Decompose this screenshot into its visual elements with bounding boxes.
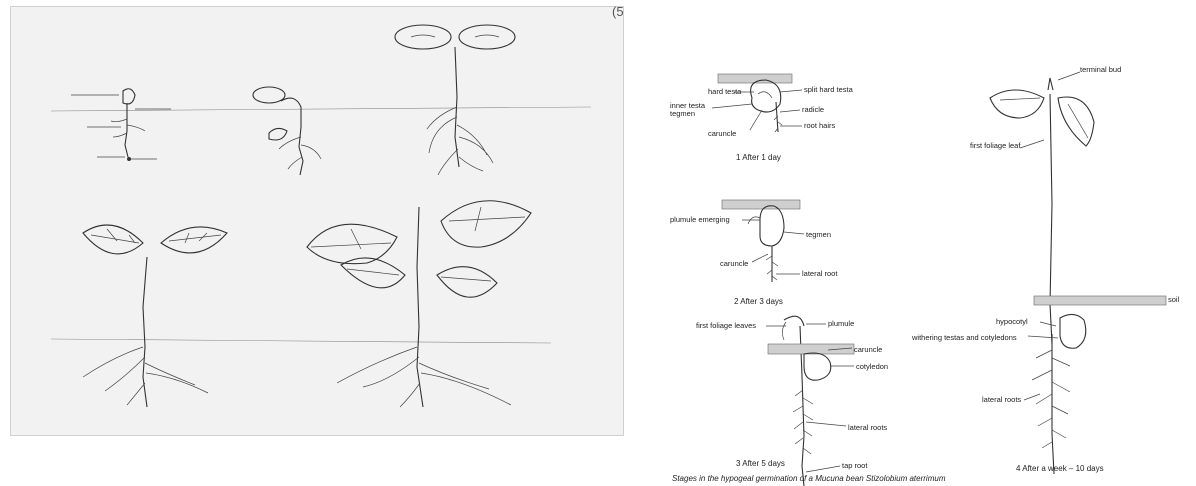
foliage-leaf	[1058, 97, 1094, 146]
label-terminal-bud: terminal bud	[1080, 65, 1121, 74]
label-caruncle: caruncle	[720, 259, 748, 268]
stage-1-after-1-day: hard testa split hard testa inner testa …	[670, 74, 854, 162]
label-lateral-root: lateral root	[802, 269, 838, 278]
epigeal-germination-drawing	[11, 7, 623, 435]
label-radicle: radicle	[802, 105, 824, 114]
label-cotyledon: cotyledon	[856, 362, 888, 371]
label-soil: soil	[1168, 295, 1180, 304]
label-caruncle: caruncle	[708, 129, 736, 138]
plumule-shoot	[784, 316, 804, 326]
label-plumule-emerging: plumule emerging	[670, 215, 730, 224]
cotyledon	[1060, 314, 1086, 348]
label-lateral-roots: lateral roots	[982, 395, 1021, 404]
hypogeal-germination-figure: hard testa split hard testa inner testa …	[660, 50, 1192, 486]
soil-layer	[1034, 296, 1166, 305]
stage-e-plant	[307, 201, 531, 407]
epigeal-germination-figure	[10, 6, 624, 436]
label-split-hard-testa: split hard testa	[804, 85, 854, 94]
stage-a-seedling	[71, 89, 171, 161]
soil-line	[51, 339, 551, 343]
root	[1052, 334, 1054, 474]
stage-1-caption: 1 After 1 day	[736, 153, 781, 162]
label-tegmen: tegmen	[806, 230, 831, 239]
stage-d-seedling	[83, 225, 227, 407]
label-plumule: plumule	[828, 319, 854, 328]
soil-layer	[718, 74, 792, 83]
label-hypocotyl: hypocotyl	[996, 317, 1028, 326]
soil-layer	[722, 200, 800, 209]
bean-seed	[760, 206, 784, 246]
hypogeal-germination-drawing: hard testa split hard testa inner testa …	[660, 50, 1192, 486]
stage-2-caption: 2 After 3 days	[734, 297, 783, 306]
figure-caption: Stages in the hypogeal germination of a …	[672, 474, 946, 483]
label-tegmen: tegmen	[670, 109, 695, 118]
stage-3-caption: 3 After 5 days	[736, 459, 785, 468]
tap-root	[802, 376, 804, 486]
stage-c-seedling	[395, 25, 515, 175]
label-first-foliage-leaves: first foliage leaves	[696, 321, 756, 330]
label-root-hairs: root hairs	[804, 121, 836, 130]
stem	[1050, 94, 1052, 344]
stage-4-after-a-week: terminal bud first foliage leaf soil hyp…	[911, 65, 1180, 474]
cotyledon	[804, 353, 831, 380]
label-withering-testas: withering testas and cotyledons	[911, 333, 1017, 342]
terminal-bud	[1048, 78, 1053, 90]
stage-b-seedling	[253, 87, 321, 175]
label-caruncle: caruncle	[854, 345, 882, 354]
label-tap-root: tap root	[842, 461, 868, 470]
stage-4-caption: 4 After a week – 10 days	[1016, 464, 1104, 473]
corner-mark: (5	[612, 4, 624, 19]
foliage-leaf	[990, 90, 1044, 118]
stage-2-after-3-days: plumule emerging tegmen caruncle lateral…	[670, 200, 838, 306]
soil-line	[51, 107, 591, 111]
stage-3-after-5-days: first foliage leaves plumule caruncle co…	[696, 316, 888, 486]
label-lateral-roots: lateral roots	[848, 423, 887, 432]
label-first-foliage-leaf: first foliage leaf	[970, 141, 1021, 150]
label-hard-testa: hard testa	[708, 87, 742, 96]
